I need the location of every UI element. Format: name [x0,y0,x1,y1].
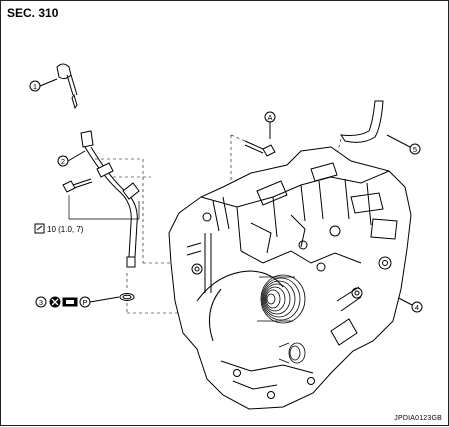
torque-bracket [68,195,140,220]
svg-text:4: 4 [415,303,419,312]
bracket-bolt [62,178,93,193]
svg-text:1: 1 [33,82,37,91]
svg-text:2: 2 [61,157,65,166]
svg-text:3: 3 [39,298,43,307]
callout-3: 3 P [35,296,120,308]
transaxle-assembly [168,146,412,410]
callout-4: 4 [392,294,423,313]
output-shaft [278,342,306,364]
mounting-bolt-a [244,140,276,157]
section-title: SEC. 310 [7,6,59,20]
callout-a: A [264,111,276,139]
callout-1: 1 [29,78,58,92]
converter-coil [257,274,306,324]
vent-hose [339,100,384,143]
svg-text:P: P [82,298,87,307]
image-reference-code: JPDIA0123GB [394,415,442,422]
torque-spec: 10 (1.0, 7) [34,223,84,234]
callout-5: 5 [386,134,421,155]
o-ring [119,293,135,301]
svg-text:10 (1.0, 7): 10 (1.0, 7) [47,225,84,234]
svg-text:5: 5 [413,145,417,154]
dipstick-handle [56,63,78,110]
callout-2: 2 [57,150,86,167]
svg-text:A: A [267,113,272,122]
charging-pipe [80,130,140,268]
